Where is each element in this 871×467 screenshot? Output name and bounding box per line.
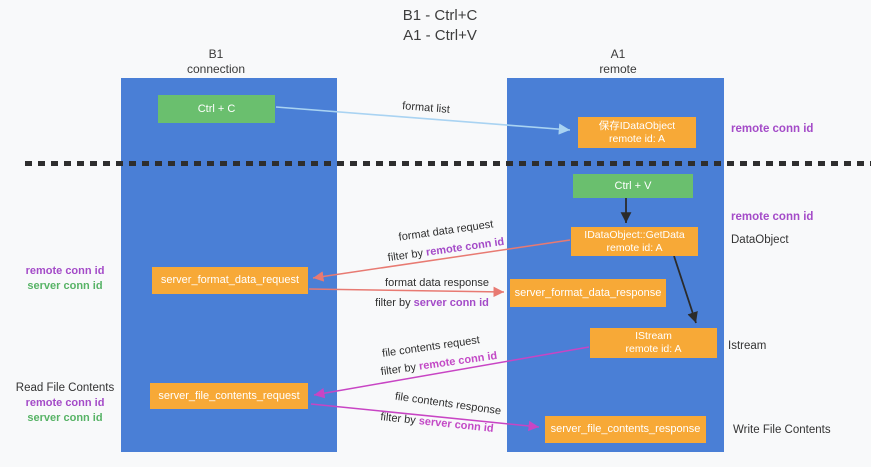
annotation-server-conn-id-format: server conn id [27,280,103,292]
annotation-server-conn-id-file: server conn id [27,412,103,424]
node-ctrl-c-label: Ctrl + C [197,102,236,115]
node-istream-title: IStream [635,330,672,342]
lane-a1-role: remote [599,62,637,76]
diagram-title-line1: B1 - Ctrl+C [402,7,478,24]
node-ctrl-c: Ctrl + C [158,95,275,123]
node-server-format-data-response-label: server_format_data_response [514,286,662,299]
annotation-remote-conn-id-save: remote conn id [731,123,814,135]
annotation-istream: Istream [728,340,767,352]
lane-header-b1: B1 connection [156,47,276,77]
node-istream: IStream remote id: A [590,328,717,358]
node-server-file-contents-response: server_file_contents_response [545,416,706,443]
label-filter-file-response: filter by server conn id [380,411,494,435]
annotation-dataobject: DataObject [731,234,789,246]
lane-header-a1: A1 remote [558,47,678,77]
node-istream-subtitle: remote id: A [625,343,682,355]
node-ctrl-v: Ctrl + V [573,174,693,198]
filter-prefix: filter by [379,411,417,427]
node-getdata: IDataObject::GetData remote id: A [571,227,698,256]
diagram-title-line2: A1 - Ctrl+V [403,27,477,44]
label-format-list: format list [401,100,451,116]
filter-key-remote-conn-id: remote conn id [418,349,498,373]
node-getdata-title: IDataObject::GetData [584,228,685,241]
node-server-file-contents-request: server_file_contents_request [150,383,308,409]
edge-format-data-response-arrow [308,286,505,298]
filter-key-server-conn-id: server conn id [413,297,489,309]
filter-key-remote-conn-id: remote conn id [425,235,505,259]
annotation-remote-conn-id-file: remote conn id [25,397,105,409]
filter-key-server-conn-id: server conn id [418,415,495,435]
label-format-data-response: format data response [385,277,489,289]
node-server-format-data-response: server_format_data_response [510,279,666,307]
node-server-format-data-request: server_format_data_request [152,267,308,294]
dashed-divider [25,161,871,166]
lane-a1-name: A1 [610,47,626,61]
diagram-title: B1 - Ctrl+C A1 - Ctrl+V [290,6,590,46]
node-ctrl-v-label: Ctrl + V [614,179,652,192]
annotation-remote-conn-id-format: remote conn id [25,265,105,277]
lane-b1-role: connection [186,62,246,76]
annotation-left-file-ids: Read File Contents remote conn id server… [12,381,118,426]
node-getdata-subtitle: remote id: A [606,241,663,254]
filter-prefix: filter by [375,297,411,309]
annotation-left-format-ids: remote conn id server conn id [14,264,116,294]
filter-prefix: filter by [380,361,417,379]
node-save-idataobject-title: 保存IDataObject [598,119,676,132]
annotation-write-file-contents: Write File Contents [733,424,831,436]
node-server-format-data-request-label: server_format_data_request [160,274,300,286]
annotation-remote-conn-id-getdata: remote conn id [731,211,814,223]
node-server-file-contents-response-label: server_file_contents_response [550,423,701,435]
node-save-idataobject-subtitle: remote id: A [608,132,666,145]
lane-b1-name: B1 [208,47,224,61]
label-filter-format-response: filter by server conn id [375,297,489,309]
node-server-file-contents-request-label: server_file_contents_request [158,389,300,402]
filter-prefix: filter by [387,247,424,265]
node-save-idataobject: 保存IDataObject remote id: A [578,117,696,148]
annotation-read-file-contents: Read File Contents [15,382,115,394]
